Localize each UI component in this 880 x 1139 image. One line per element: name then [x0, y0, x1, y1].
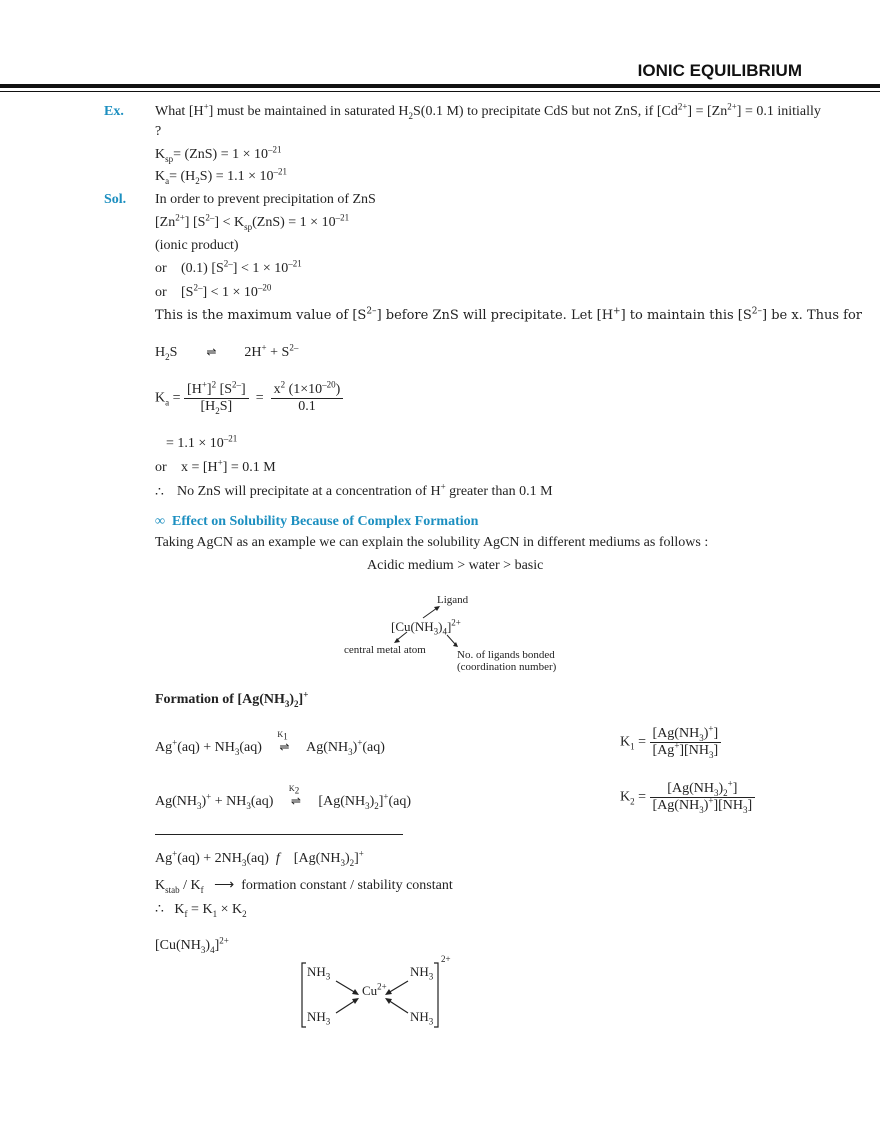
solution-ionic-product-eq: [Zn2+] [S2–] < Ksp(ZnS) = 1 × 10–21: [155, 212, 350, 232]
solution-conclusion: No ZnS will precipitate at a concentrati…: [177, 481, 553, 499]
nh3-top-right: NH3: [410, 964, 434, 982]
ligand-label: Ligand: [437, 594, 469, 606]
solution-or-1: or: [155, 261, 167, 276]
equation-step-2: Ag(NH3)+ + NH3(aq) K2⇌ [Ag(NH3)2]+(aq): [155, 784, 412, 811]
header-rule-thin: [0, 91, 880, 92]
solution-ionic-product: (ionic product): [155, 238, 239, 253]
solution-or-2: or: [155, 285, 167, 300]
h2s-dissociation: H2S ⇌ 2H+ + S2–: [155, 342, 299, 362]
nh3-bottom-left: NH3: [307, 1009, 331, 1027]
header-rule-thick: [0, 84, 880, 88]
solution-or-3: or: [155, 460, 167, 475]
sum-rule: [155, 834, 403, 835]
kf-relation: ∴ Kf = K1 × K2: [155, 902, 247, 919]
ka-expression: Ka = [H+]2 [S2–][H2S] = x2 (1×10–20)0.1: [155, 380, 344, 415]
overall-equation: Ag+(aq) + 2NH3(aq) f [Ag(NH3)2]+: [155, 848, 364, 868]
ka-h2s: Ka= (H2S) = 1.1 × 10–21: [155, 166, 288, 186]
coordination-label: (coordination number): [457, 661, 557, 673]
solution-line-5: [S2–] < 1 × 10–20: [181, 282, 272, 300]
section-heading-complex: ∞ Effect on Solubility Because of Comple…: [155, 514, 479, 529]
nh3-bottom-right: NH3: [410, 1009, 434, 1027]
cu-center: Cu2+: [362, 981, 387, 998]
long-arrow-icon: ⟶: [214, 878, 235, 893]
therefore-symbol: ∴: [155, 485, 164, 500]
solution-line-4: (0.1) [S2–] < 1 × 10–21: [181, 258, 302, 276]
cu-complex-title: [Cu(NH3)4]2+: [155, 935, 229, 955]
ligands-bonded-label: No. of ligands bonded: [457, 649, 555, 661]
solution-line-6: This is the maximum value of [S2–] befor…: [155, 306, 863, 323]
example-label: Ex.: [104, 104, 124, 119]
section-bullet-icon: ∞: [155, 514, 165, 529]
solution-line-1: In order to prevent precipitation of ZnS: [155, 192, 376, 207]
cu-complex-structure: [301, 962, 439, 1028]
equation-step-1: Ag+(aq) + NH3(aq) K1⇌ Ag(NH3)+(aq): [155, 730, 385, 757]
diagram-arrows: [394, 606, 458, 647]
k1-expression: K1 = [Ag(NH3)+][Ag+][NH3]: [620, 724, 722, 759]
x-value: x = [H+] = 0.1 M: [181, 457, 276, 475]
acidity-order: Acidic medium > water > basic: [367, 558, 544, 573]
example-question-mark: ?: [155, 124, 162, 139]
complex-intro: Taking AgCN as an example we can explain…: [155, 535, 709, 550]
ka-value: = 1.1 × 10–21: [166, 433, 238, 451]
kstab-line: Kstab / Kf ⟶ formation constant / stabil…: [155, 878, 453, 895]
equilibrium-arrow-icon: K2⇌: [288, 784, 301, 808]
nh3-top-left: NH3: [307, 964, 331, 982]
equilibrium-arrow-icon: K1⇌: [277, 730, 290, 754]
cu-complex-label: [Cu(NH3)4]2+: [391, 617, 461, 637]
complex-charge: 2+: [441, 954, 451, 964]
ksp-zns: Ksp= (ZnS) = 1 × 10–21: [155, 144, 282, 164]
central-metal-label: central metal atom: [344, 644, 426, 656]
page-header-title: IONIC EQUILIBRIUM: [637, 61, 802, 80]
formation-heading: Formation of [Ag(NH3)2]+: [155, 689, 309, 709]
k2-expression: K2 = [Ag(NH3)2+][Ag(NH3)+][NH3]: [620, 779, 756, 814]
solution-label: Sol.: [104, 192, 127, 207]
example-question: What [H+] must be maintained in saturate…: [155, 101, 821, 121]
